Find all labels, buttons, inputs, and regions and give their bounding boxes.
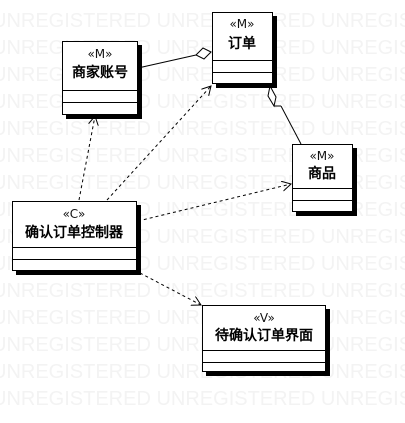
aggregation-diamond-icon — [195, 47, 212, 60]
watermark-row: UNREGISTERED UNREGISTERED UNREGISTERED — [0, 91, 405, 113]
class-stereotype: «M» — [87, 47, 112, 61]
class-goods[interactable]: «M» 商品 — [292, 144, 357, 217]
class-stereotype: «M» — [229, 17, 254, 31]
class-confirm-order-controller[interactable]: «C» 确认订单控制器 — [12, 201, 141, 276]
aggregation-merchant-order — [137, 54, 197, 69]
class-pending-order-view[interactable]: «V» 待确认订单界面 — [202, 305, 330, 377]
class-stereotype: «M» — [309, 149, 334, 163]
class-name: 商家账号 — [72, 64, 128, 81]
class-merchant-account[interactable]: «M» 商家账号 — [62, 41, 142, 120]
class-name: 订单 — [228, 35, 256, 52]
dependency-controller-order — [106, 86, 211, 201]
watermark-row: UNREGISTERED UNREGISTERED UNREGISTERED — [0, 118, 405, 140]
watermark-row: UNREGISTERED UNREGISTERED UNREGISTERED — [0, 10, 405, 32]
class-name: 待确认订单界面 — [215, 327, 313, 344]
class-name: 确认订单控制器 — [25, 224, 124, 241]
class-order[interactable]: «M» 订单 — [212, 12, 277, 89]
watermark-row: UNREGISTERED UNREGISTERED UNREGISTERED — [0, 388, 405, 410]
aggregation-order-goods — [280, 105, 302, 145]
watermark-row: UNREGISTERED UNREGISTERED UNREGISTERED — [0, 64, 405, 86]
connectors — [78, 47, 302, 305]
class-stereotype: «C» — [63, 207, 86, 221]
class-stereotype: «V» — [253, 311, 275, 325]
class-name: 商品 — [308, 165, 336, 182]
dependency-controller-goods — [137, 184, 291, 222]
watermark-row: UNREGISTERED UNREGISTERED UNREGISTERED — [0, 280, 405, 302]
dependency-controller-merchant — [78, 116, 95, 201]
